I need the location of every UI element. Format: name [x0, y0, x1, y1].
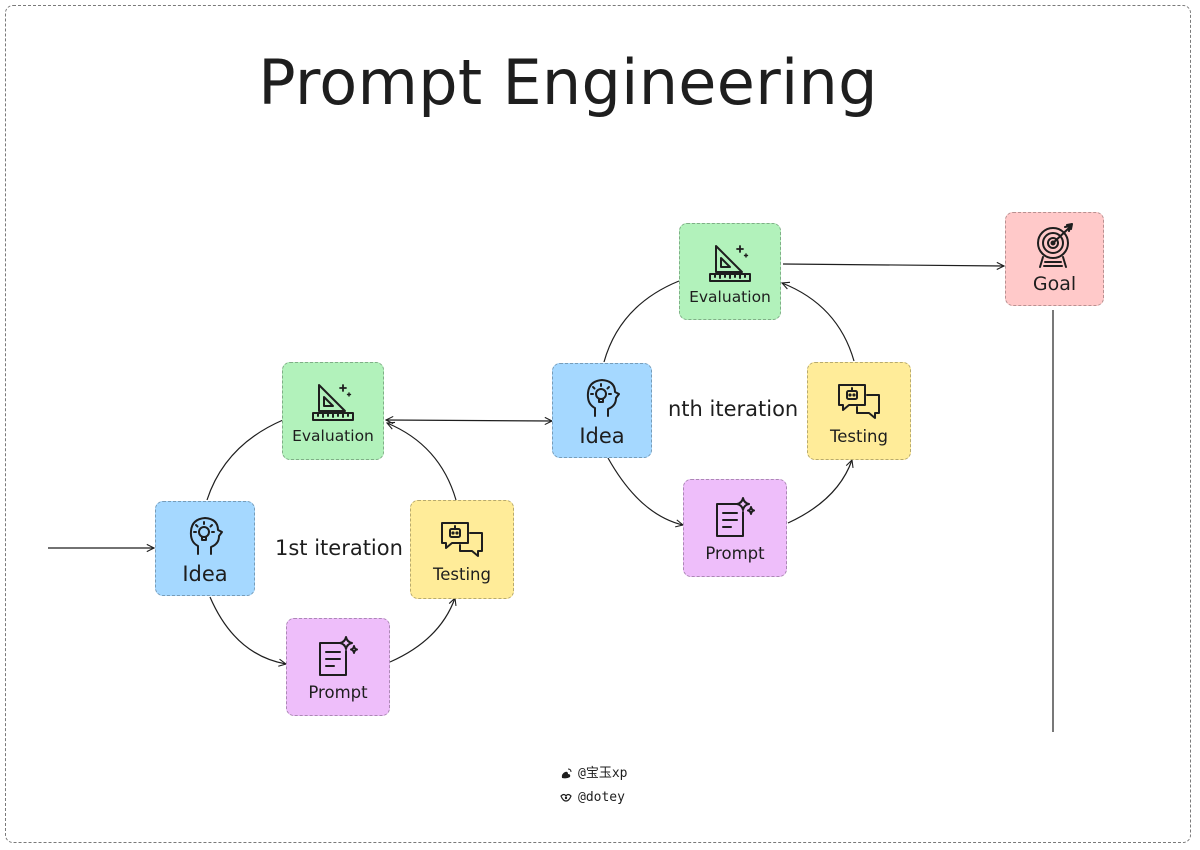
iteration-label-nth: nth iteration	[668, 397, 799, 421]
canvas-frame	[5, 5, 1191, 843]
arrow-idea1-prompt1	[209, 596, 286, 664]
head-lightbulb-icon	[189, 516, 223, 555]
arrow-idea2-prompt2	[607, 457, 683, 525]
target-arrow-icon	[1036, 223, 1073, 268]
credit-row-weibo: @宝玉xp	[560, 762, 627, 786]
arrow-idea2-eval2	[603, 280, 680, 363]
arrow-idea1-eval1	[206, 419, 284, 501]
evaluation-node-1[interactable]: Evaluation	[282, 362, 384, 460]
goal-label: Goal	[1032, 273, 1077, 295]
arrow-eval1-idea2	[386, 420, 552, 421]
arrow-eval2-goal	[782, 264, 1004, 266]
arrow-prompt2-test2	[787, 460, 852, 524]
twitter-icon	[560, 793, 572, 802]
idea-label-2: Idea	[579, 423, 625, 448]
set-square-ruler-icon	[709, 244, 751, 282]
prompt-label-2: Prompt	[705, 543, 765, 563]
evaluation-label-2: Evaluation	[689, 287, 771, 306]
weibo-icon	[561, 768, 572, 779]
prompt-node-2[interactable]: Prompt	[683, 479, 787, 577]
goal-node[interactable]: Goal	[1005, 212, 1104, 306]
chat-bot-bubbles-icon	[838, 383, 880, 419]
prompt-label-1: Prompt	[308, 682, 368, 702]
document-sparkle-icon	[716, 496, 755, 537]
credit-row-twitter: @dotey	[560, 786, 627, 810]
idea-node-2[interactable]: Idea	[552, 363, 652, 458]
chat-bot-bubbles-icon	[441, 522, 483, 557]
prompt-node-1[interactable]: Prompt	[286, 618, 390, 716]
evaluation-node-2[interactable]: Evaluation	[679, 223, 781, 320]
set-square-ruler-icon	[312, 384, 354, 421]
testing-label-1: Testing	[432, 565, 491, 584]
credit-twitter-handle: @dotey	[578, 790, 625, 805]
head-lightbulb-icon	[586, 378, 620, 417]
idea-node-1[interactable]: Idea	[155, 501, 255, 596]
arrow-prompt1-test1	[389, 598, 455, 663]
idea-label-1: Idea	[182, 561, 228, 586]
testing-node-2[interactable]: Testing	[807, 362, 911, 460]
testing-node-1[interactable]: Testing	[410, 500, 514, 599]
credits: @宝玉xp @dotey	[560, 762, 627, 810]
arrow-test2-eval2	[782, 283, 855, 362]
document-sparkle-icon	[319, 635, 358, 676]
testing-label-2: Testing	[829, 426, 888, 446]
evaluation-label-1: Evaluation	[292, 427, 374, 445]
iteration-label-first: 1st iteration	[275, 536, 403, 560]
arrow-test1-eval1	[387, 423, 457, 501]
page-title: Prompt Engineering	[258, 46, 878, 119]
credit-weibo-handle: @宝玉xp	[578, 766, 628, 781]
